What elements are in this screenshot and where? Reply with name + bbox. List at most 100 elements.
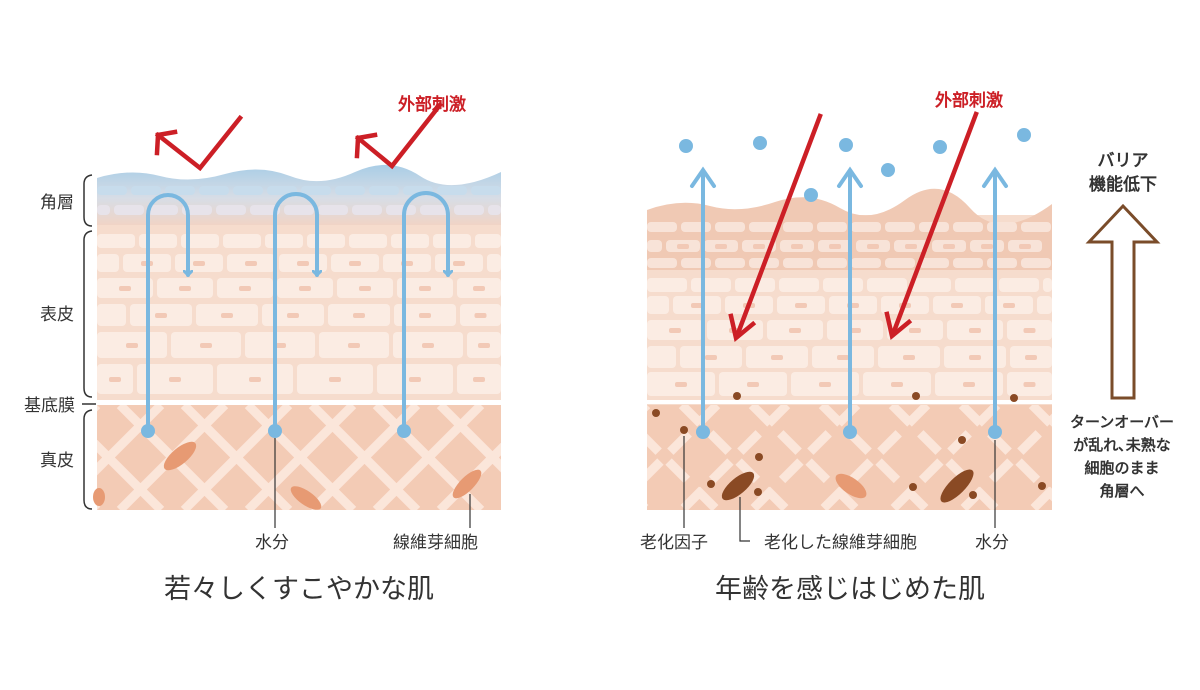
cell-nucleus — [677, 244, 689, 249]
cell-nucleus — [969, 355, 981, 360]
skin-cell — [318, 205, 348, 215]
escaped-water-droplet — [804, 188, 818, 202]
skin-cell — [250, 205, 280, 215]
skin-cell — [131, 186, 161, 195]
right-skin-panel: 外部刺激 老化因子 老化した線維芽細胞 水分 年齢を感じはじめた肌 バリア 機能… — [640, 90, 1174, 605]
arrowhead — [690, 166, 716, 188]
water-droplet — [696, 425, 710, 439]
right-corneum-cells — [647, 222, 1051, 268]
cell-nucleus — [287, 313, 299, 318]
cell-nucleus — [943, 244, 955, 249]
skin-cell — [1043, 278, 1052, 292]
collagen-fiber — [1028, 405, 1052, 432]
cell-nucleus — [829, 244, 841, 249]
cell-nucleus — [705, 355, 717, 360]
escaped-water-droplet — [1017, 128, 1031, 142]
arrowhead — [728, 313, 757, 343]
cell-nucleus — [715, 244, 727, 249]
stimulus-penetrate-arrow — [734, 113, 823, 339]
escaped-water-droplet — [839, 138, 853, 152]
skin-cell — [987, 258, 1017, 268]
skin-cell — [139, 234, 177, 248]
cell-nucleus — [905, 244, 917, 249]
cell-nucleus — [795, 303, 807, 308]
skin-cell — [817, 258, 847, 268]
skin-cell — [783, 222, 813, 232]
arrowhead — [982, 166, 1008, 188]
skin-cell — [97, 304, 126, 326]
cell-nucleus — [126, 343, 138, 348]
turnover-note-line1: ターンオーバー — [1070, 413, 1174, 431]
skin-cell — [437, 186, 467, 195]
aged-fibroblast — [721, 471, 755, 501]
escaped-water-droplet — [881, 163, 895, 177]
skin-cell — [97, 234, 135, 248]
cell-nucleus — [747, 382, 759, 387]
skin-cell — [867, 278, 907, 292]
cell-nucleus — [297, 261, 309, 266]
cell-nucleus — [473, 286, 485, 291]
barrier-title-line1: バリア — [1098, 151, 1149, 171]
cell-nucleus — [422, 343, 434, 348]
water-droplet — [141, 424, 155, 438]
cell-nucleus — [675, 382, 687, 387]
label-epidermis: 表皮 — [40, 305, 74, 325]
aging-factor-dot — [1010, 394, 1018, 402]
skin-cell — [165, 186, 195, 195]
water-droplet — [843, 425, 857, 439]
label-water: 水分 — [975, 533, 1009, 553]
skin-cell — [715, 222, 745, 232]
skin-cell — [223, 234, 261, 248]
aging-factor-dot — [755, 453, 763, 461]
skin-cell — [233, 186, 263, 195]
label-aging-factor: 老化因子 — [640, 533, 708, 553]
skin-cell — [301, 186, 331, 195]
skin-cell — [779, 278, 819, 292]
skin-cell — [647, 222, 677, 232]
cell-nucleus — [119, 286, 131, 291]
fibroblast — [290, 486, 322, 510]
cell-nucleus — [221, 313, 233, 318]
stimulus-reflect-arrow — [154, 114, 244, 172]
arrowhead — [154, 129, 178, 156]
fibroblast — [835, 473, 867, 499]
fibroblast — [452, 469, 482, 499]
skin-cell — [487, 254, 501, 272]
skin-cell — [919, 258, 949, 268]
label-aged-fibroblast: 老化した線維芽細胞 — [764, 533, 917, 553]
cell-nucleus — [349, 261, 361, 266]
cell-nucleus — [409, 377, 421, 382]
bracket-epidermis — [83, 230, 93, 398]
skin-cell — [369, 186, 399, 195]
label-basement-membrane: 基底膜 — [24, 396, 75, 416]
cell-nucleus — [753, 244, 765, 249]
skin-cell — [851, 222, 881, 232]
cell-nucleus — [193, 261, 205, 266]
skin-cell — [647, 278, 687, 292]
left-skin-panel: 外部刺激 角層 表皮 基底膜 真皮 水分 線維芽細胞 若々しくすこやかな肌 — [24, 94, 501, 605]
aging-factor-dot — [733, 392, 741, 400]
cell-nucleus — [1003, 303, 1015, 308]
skin-cell — [352, 205, 382, 215]
skin-cell — [715, 258, 745, 268]
skin-cell — [953, 222, 983, 232]
cell-nucleus — [169, 377, 181, 382]
aging-factor-dot — [909, 483, 917, 491]
water-retention-arrow — [146, 193, 188, 427]
cell-nucleus — [419, 286, 431, 291]
skin-cell — [181, 234, 219, 248]
skin-cell — [953, 258, 983, 268]
cell-nucleus — [1019, 244, 1031, 249]
collagen-fiber — [1028, 483, 1052, 510]
skin-cell — [391, 234, 429, 248]
skin-cell — [267, 186, 297, 195]
left-external-stimulus-label: 外部刺激 — [398, 94, 466, 115]
skin-cell — [148, 205, 178, 215]
bracket-corneum — [83, 174, 93, 227]
cell-nucleus — [353, 313, 365, 318]
skin-cell — [691, 278, 731, 292]
skin-cell — [681, 258, 711, 268]
cell-nucleus — [837, 355, 849, 360]
escaped-water-droplet — [933, 140, 947, 154]
